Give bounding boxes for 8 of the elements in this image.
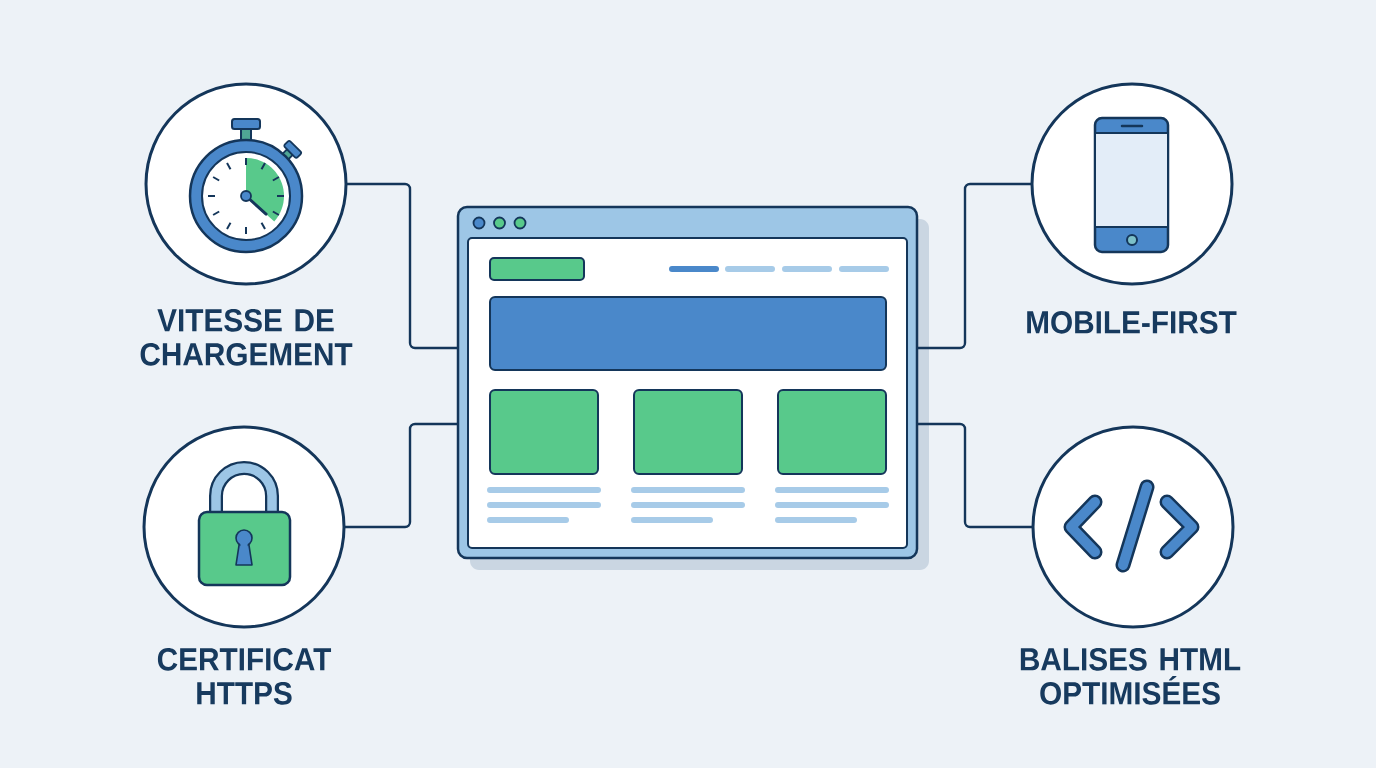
connector-line: [917, 182, 1032, 350]
feature-label: BALISES HTML OPTIMISÉES: [1020, 648, 1241, 705]
connector-line: [346, 182, 458, 350]
feature-label: VITESSE DE CHARGEMENT: [140, 309, 353, 366]
feature-label: MOBILE-FIRST: [1027, 311, 1237, 334]
connector-line: [917, 422, 1033, 529]
feature-label: CERTIFICAT HTTPS: [157, 648, 332, 705]
connector-line: [344, 422, 458, 529]
